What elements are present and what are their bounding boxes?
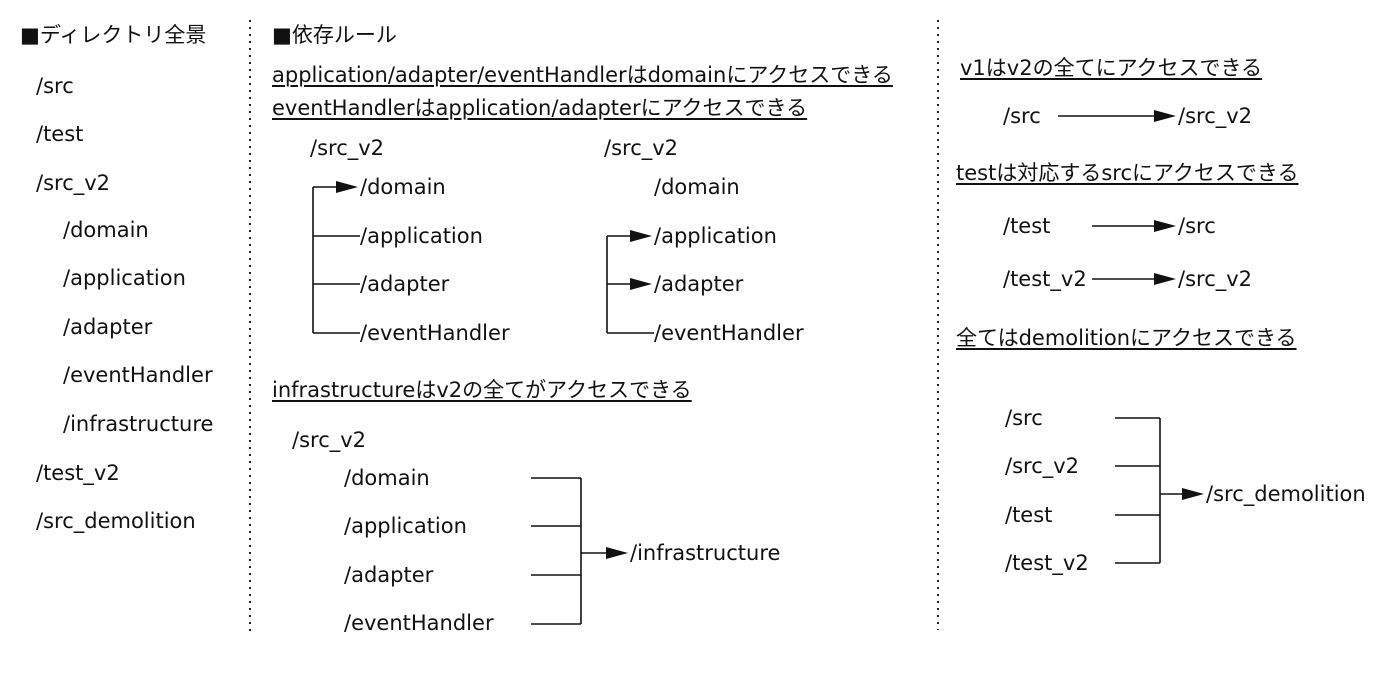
rule3-to: /src_v2 xyxy=(1178,104,1253,128)
tree-heading: ■ディレクトリ全景 xyxy=(20,23,207,47)
rule5-test: /test xyxy=(1005,503,1053,527)
rule1-right-connectors xyxy=(606,230,654,334)
tree-item-application: /application xyxy=(63,266,186,290)
rule2-domain: /domain xyxy=(344,466,430,490)
tree-item-infrastructure: /infrastructure xyxy=(63,412,214,436)
rule5-connectors xyxy=(1115,417,1204,564)
rule4-title: testは対応するsrcにアクセスできる xyxy=(956,161,1299,185)
rule5-test-v2: /test_v2 xyxy=(1005,551,1089,575)
rule3-from: /src xyxy=(1003,104,1041,128)
rule1-right-application: /application xyxy=(654,224,777,248)
rule4-row2-to: /src_v2 xyxy=(1178,267,1253,291)
rule1-title-line2: eventHandlerはapplication/adapterにアクセスできる xyxy=(272,96,808,120)
rule4-row1-from: /test xyxy=(1003,214,1051,238)
rule1-left-eventhandler: /eventHandler xyxy=(360,321,510,345)
rule2-target: /infrastructure xyxy=(630,541,781,565)
rule4-row1-to: /src xyxy=(1178,214,1216,238)
rule5-src-v2: /src_v2 xyxy=(1005,454,1080,478)
rule1-right-domain: /domain xyxy=(654,175,740,199)
tree-item-test: /test xyxy=(36,122,84,146)
tree-item-src-v2: /src_v2 xyxy=(36,171,111,195)
rule1-left-connectors xyxy=(312,181,360,334)
rule1-right-adapter: /adapter xyxy=(654,272,744,296)
rule4-connectors xyxy=(1092,220,1176,285)
rules-heading: ■依存ルール xyxy=(272,23,397,47)
rule1-left-adapter: /adapter xyxy=(360,272,450,296)
rule3-title: v1はv2の全てにアクセスできる xyxy=(960,56,1263,80)
rule1-left-application: /application xyxy=(360,224,483,248)
tree-item-adapter: /adapter xyxy=(63,315,153,339)
tree-item-src-demolition: /src_demolition xyxy=(36,509,196,533)
rule2-root: /src_v2 xyxy=(292,428,367,452)
rule4-row2-from: /test_v2 xyxy=(1003,267,1087,291)
rule5-target: /src_demolition xyxy=(1206,482,1366,506)
rule1-left-root: /src_v2 xyxy=(310,136,385,160)
rule2-application: /application xyxy=(344,514,467,538)
rule3-connector xyxy=(1058,110,1176,122)
tree-item-src: /src xyxy=(36,74,74,98)
rule2-connectors xyxy=(531,477,628,625)
rule2-title: infrastructureはv2の全てがアクセスできる xyxy=(272,378,692,402)
rule1-right-root: /src_v2 xyxy=(604,136,679,160)
rule5-src: /src xyxy=(1005,406,1043,430)
rule5-title: 全てはdemolitionにアクセスできる xyxy=(956,326,1297,350)
tree-item-domain: /domain xyxy=(63,218,149,242)
rule1-left-domain: /domain xyxy=(360,175,446,199)
rule2-eventhandler: /eventHandler xyxy=(344,611,494,635)
tree-item-eventhandler: /eventHandler xyxy=(63,363,213,387)
tree-item-test-v2: /test_v2 xyxy=(36,461,120,485)
rule1-title-line1: application/adapter/eventHandlerはdomainに… xyxy=(272,63,893,87)
rule2-adapter: /adapter xyxy=(344,563,434,587)
rule1-right-eventhandler: /eventHandler xyxy=(654,321,804,345)
